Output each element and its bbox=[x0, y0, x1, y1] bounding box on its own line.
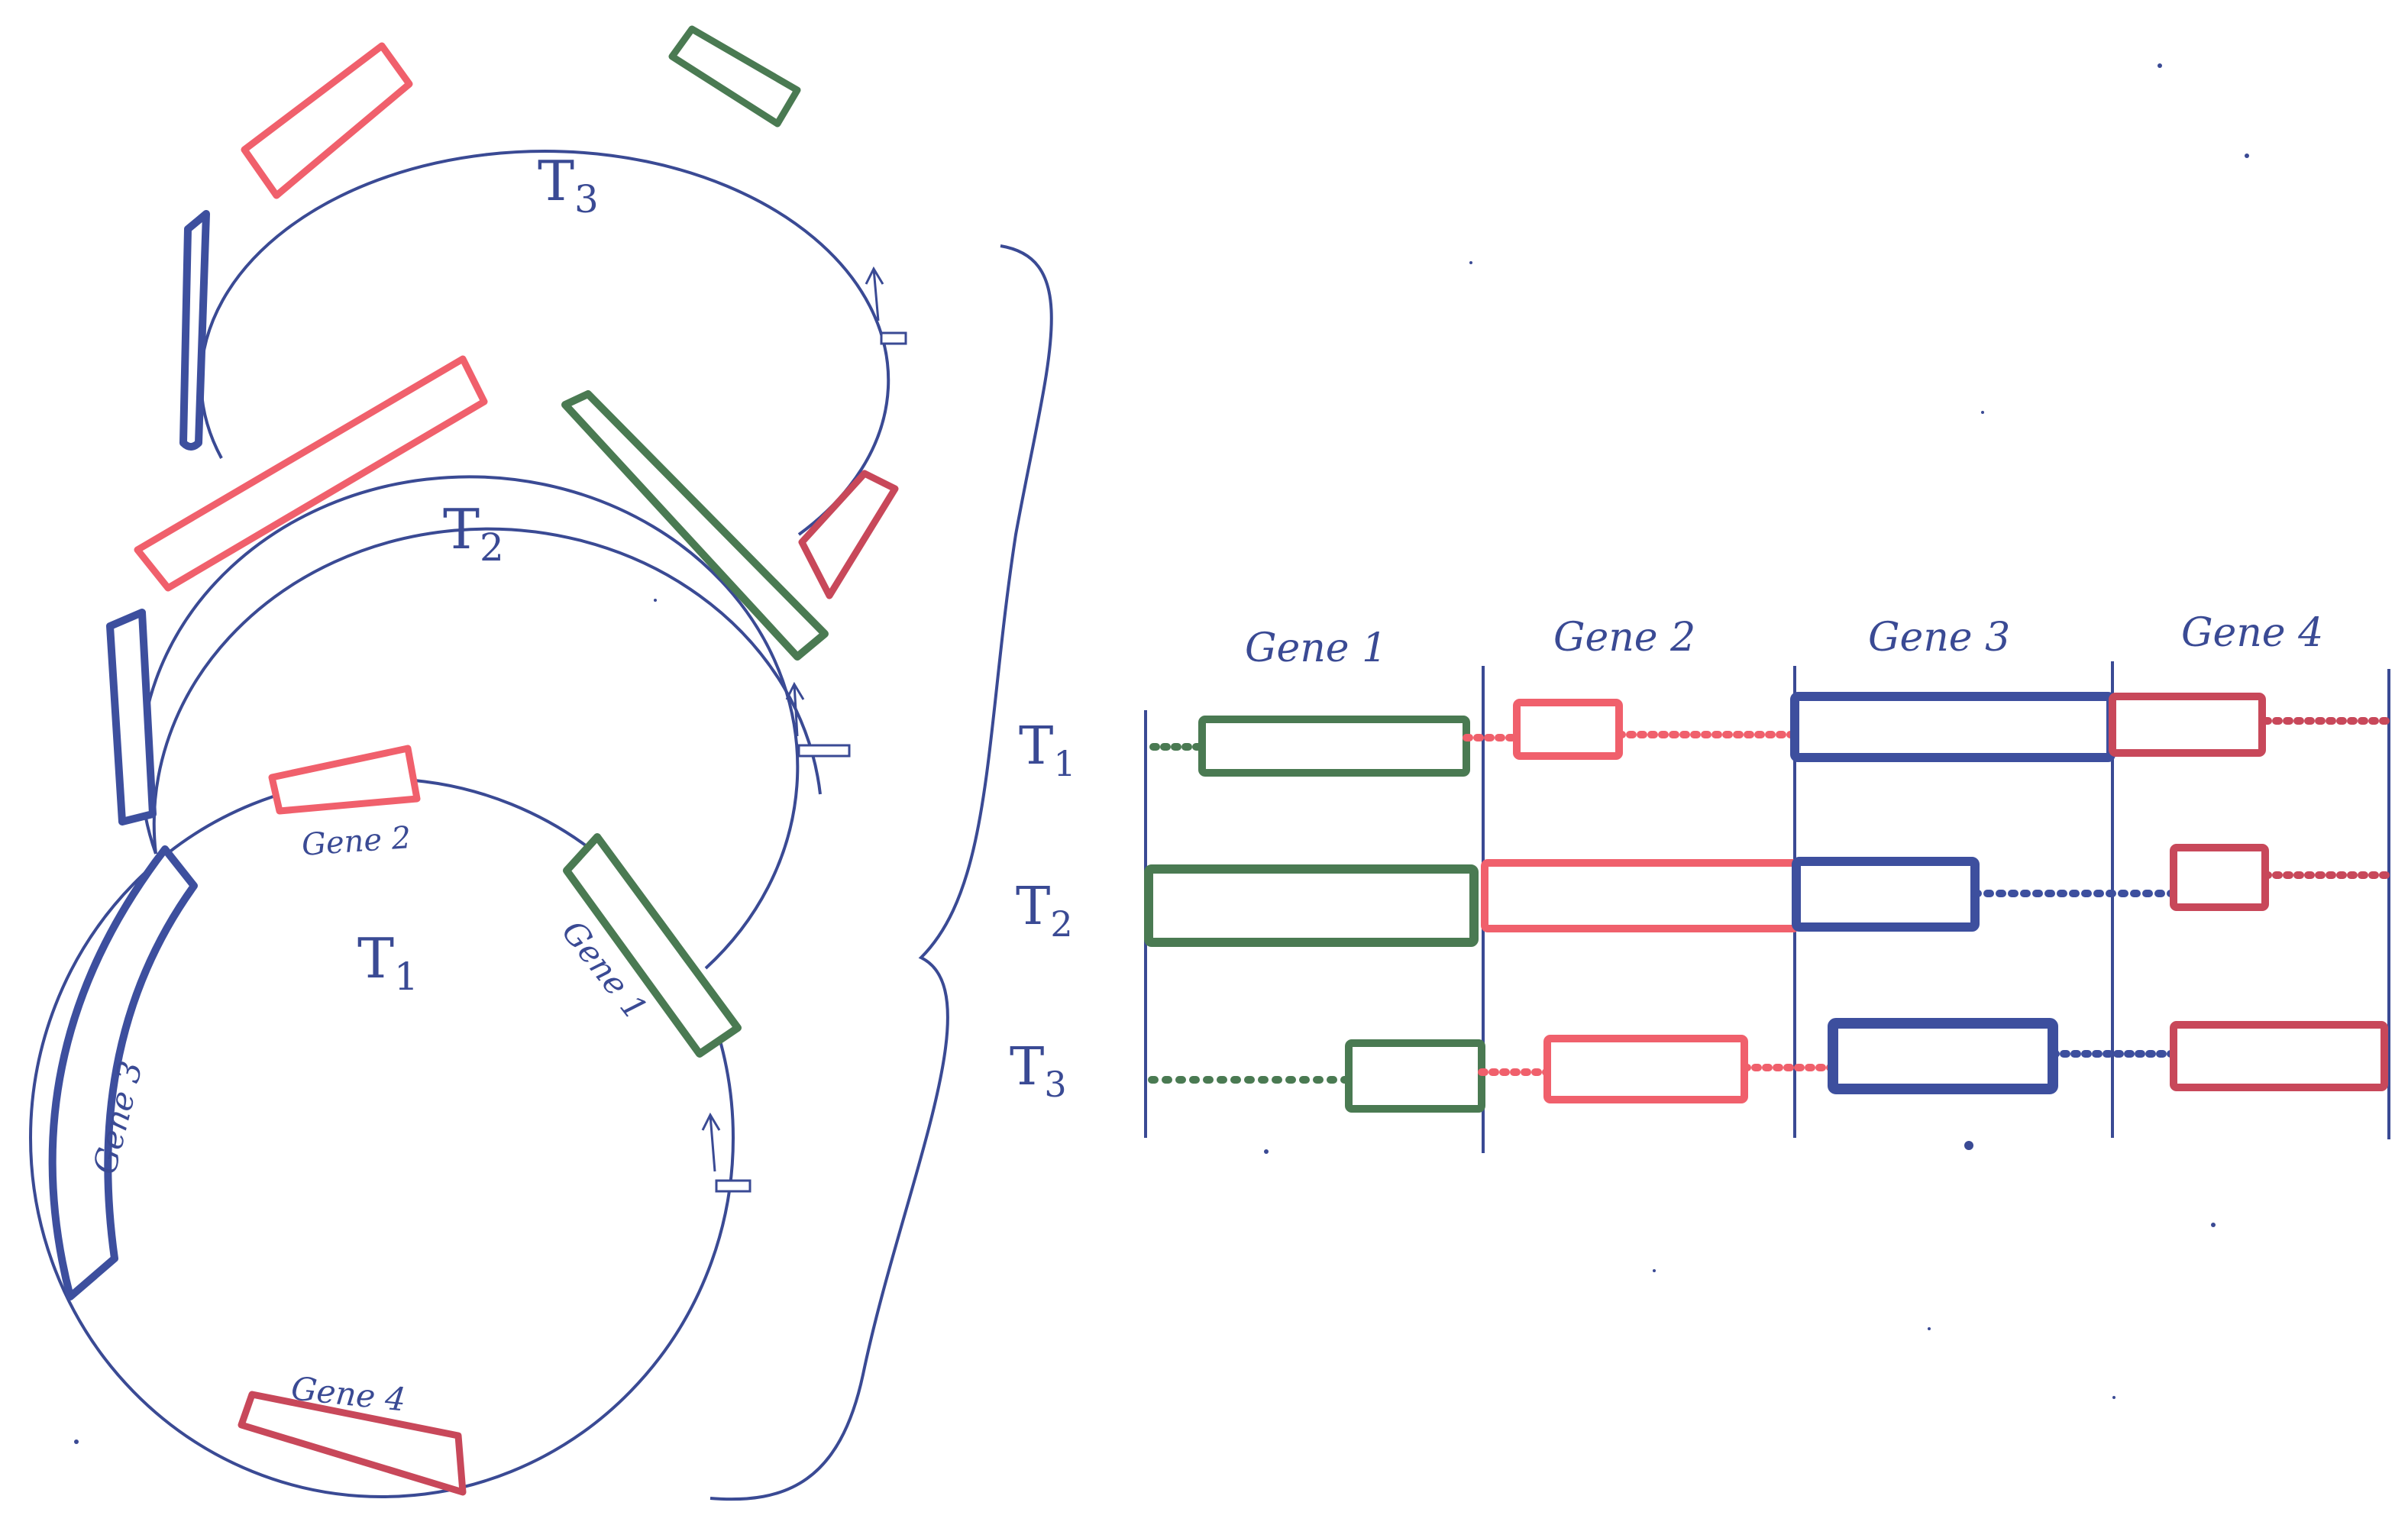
gene-block-blue bbox=[179, 210, 210, 451]
genome-map-t1: T1 Gene 2 Gene 1 Gene 3 Gene 4 bbox=[29, 745, 751, 1498]
row-label-t2: T2 bbox=[1016, 877, 1073, 945]
alignment-row-t1 bbox=[1149, 692, 2393, 777]
t1-gene2-label: Gene 2 bbox=[300, 820, 412, 863]
genome-map-t3: T3 bbox=[179, 25, 907, 599]
segment-gene1 bbox=[1198, 716, 1470, 777]
segment-gene3 bbox=[1792, 857, 1980, 932]
segment-gene1 bbox=[1144, 864, 1479, 947]
segment-gene2 bbox=[1543, 1035, 1748, 1103]
column-header-gene1: Gene 1 bbox=[1245, 625, 1387, 671]
genome-circle-t2 bbox=[139, 475, 800, 970]
gene-block-red bbox=[241, 42, 413, 199]
alignment-row-t3 bbox=[1148, 1018, 2388, 1113]
origin-marker bbox=[865, 266, 907, 345]
gene-block-blue bbox=[106, 609, 157, 826]
alignment-grid: Gene 1 Gene 2 Gene 3 Gene 4 T1 T2 T3 bbox=[1010, 610, 2393, 1153]
segment-gene1 bbox=[1345, 1039, 1485, 1113]
gene-block-gene1 bbox=[563, 833, 742, 1058]
segment-gene4 bbox=[2170, 844, 2269, 911]
segment-gene3 bbox=[1828, 1018, 2058, 1094]
segment-gene2 bbox=[1513, 699, 1623, 760]
curly-brace bbox=[709, 244, 1053, 1501]
genome-circle-t2-top bbox=[152, 527, 822, 855]
origin-marker bbox=[785, 681, 851, 758]
genome-label-t3: T3 bbox=[538, 149, 599, 221]
row-label-t3: T3 bbox=[1010, 1037, 1067, 1105]
genome-map-t2: T2 bbox=[106, 355, 851, 970]
segment-gene3 bbox=[1790, 692, 2115, 762]
gene-block-gene3 bbox=[48, 845, 198, 1300]
gene-block-gene4 bbox=[238, 1391, 467, 1496]
gene-block-green bbox=[668, 25, 801, 128]
origin-marker bbox=[701, 1112, 751, 1193]
column-header-gene2: Gene 2 bbox=[1553, 615, 1695, 661]
column-header-gene4: Gene 4 bbox=[2181, 610, 2323, 656]
row-label-t1: T1 bbox=[1019, 716, 1076, 784]
genome-label-t2: T2 bbox=[443, 497, 504, 570]
gene-block-red-small bbox=[798, 470, 899, 599]
column-header-gene3: Gene 3 bbox=[1868, 615, 2010, 661]
gene-block-green-long bbox=[561, 390, 829, 661]
ink-specks bbox=[74, 63, 2249, 1444]
alignment-row-t2 bbox=[1144, 844, 2393, 947]
genome-circle-t3 bbox=[199, 150, 890, 536]
genome-label-t1: T1 bbox=[357, 926, 419, 999]
segment-gene4 bbox=[2109, 693, 2266, 757]
segment-gene4 bbox=[2170, 1021, 2388, 1091]
segment-gene2 bbox=[1481, 859, 1800, 932]
gene-block-red-long bbox=[134, 355, 488, 592]
gene-block-gene2 bbox=[268, 745, 421, 815]
